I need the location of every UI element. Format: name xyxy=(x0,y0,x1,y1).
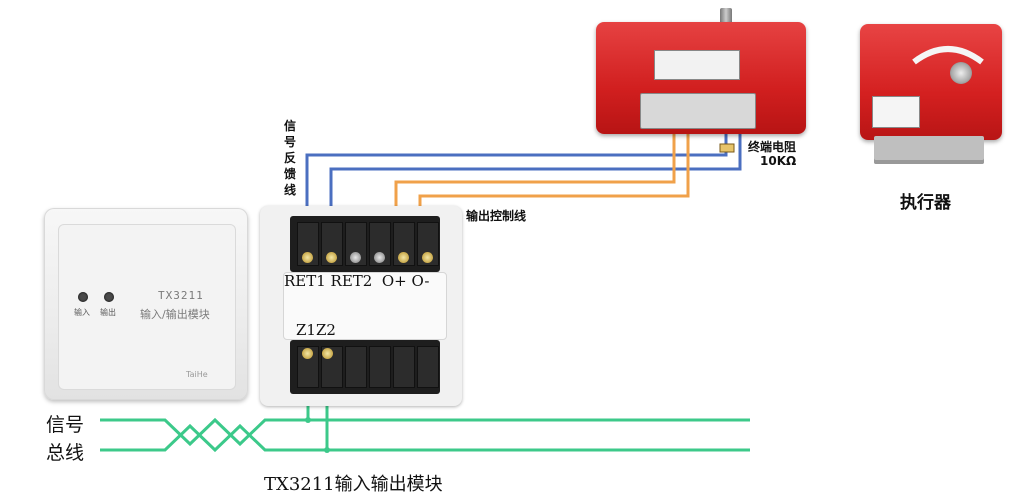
actuator-scale-icon xyxy=(912,46,984,65)
valve-nameplate xyxy=(654,50,740,80)
bottom-caption: TX3211输入输出模块 xyxy=(264,474,443,495)
screw-o-plus-icon xyxy=(398,252,409,263)
actuator-mounting-base xyxy=(874,136,984,164)
terminal-cell xyxy=(417,346,439,388)
screw-ret2-icon xyxy=(326,252,337,263)
bus-label-line2: 总线 xyxy=(46,442,85,464)
actuator-nameplate xyxy=(872,96,920,128)
top-terminal-labels: RET1 RET2 O+ O- xyxy=(284,272,430,290)
terminal-cell xyxy=(345,346,367,388)
bus-junction-z1 xyxy=(305,417,311,423)
output-control-line-label: 输出控制线 xyxy=(466,209,527,223)
screw-z2-icon xyxy=(322,348,333,359)
module-name-label: 输入/输出模块 xyxy=(140,308,210,321)
input-led-icon xyxy=(78,292,88,302)
actuator-knob-icon xyxy=(950,62,972,84)
feedback-label-char: 线 xyxy=(283,183,296,197)
valve-terminal-block xyxy=(640,93,756,129)
bus-wire-upper xyxy=(100,417,750,447)
screw-z1-icon xyxy=(302,348,313,359)
terminal-cell xyxy=(393,346,415,388)
output-led-label: 输出 xyxy=(100,308,116,317)
screw-icon xyxy=(350,252,361,263)
terminal-base-window xyxy=(283,272,447,340)
screw-ret1-icon xyxy=(302,252,313,263)
bus-junction-z2 xyxy=(324,447,330,453)
io-module-face xyxy=(58,224,236,390)
screw-o-minus-icon xyxy=(422,252,433,263)
feedback-wire-ret1 xyxy=(305,130,728,240)
bottom-terminal-labels: Z1Z2 xyxy=(296,321,336,339)
end-resistor-value-label: 10KΩ xyxy=(760,154,797,168)
input-led-label: 输入 xyxy=(74,308,90,317)
bus-label-line1: 信号 xyxy=(46,414,85,436)
screw-icon xyxy=(374,252,385,263)
feedback-label-char: 号 xyxy=(283,135,296,149)
module-brand-label: TaiHe xyxy=(186,370,208,379)
feedback-label-char: 反 xyxy=(283,151,296,165)
bus-wire-lower xyxy=(100,423,750,453)
terminal-cell xyxy=(369,346,391,388)
end-resistor-body xyxy=(719,143,735,153)
feedback-wire-ret2 xyxy=(329,130,742,240)
signal-feedback-line-label: 信 号 反 馈 线 xyxy=(283,118,297,198)
module-model-label: TX3211 xyxy=(158,289,204,302)
feedback-label-char: 馈 xyxy=(283,167,296,181)
end-resistor-label: 终端电阻 xyxy=(748,140,797,154)
actuator-label: 执行器 xyxy=(900,193,951,213)
output-led-icon xyxy=(104,292,114,302)
feedback-label-char: 信 xyxy=(283,119,296,133)
